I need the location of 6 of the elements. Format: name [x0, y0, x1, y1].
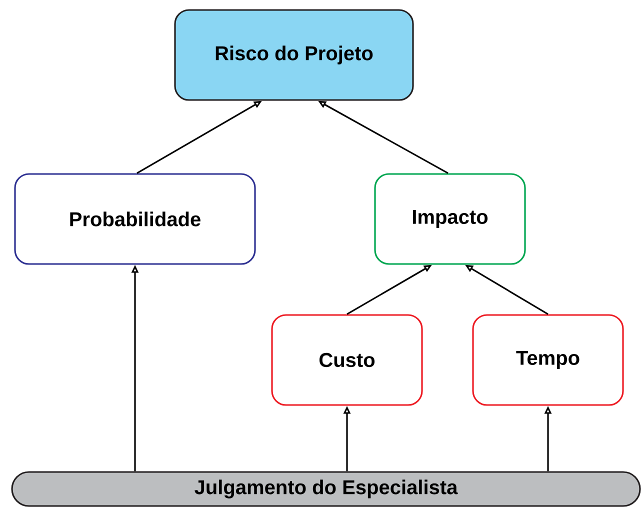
process-box: Impacto — [374, 173, 526, 265]
process-box: Probabilidade — [14, 173, 256, 265]
process-box: Custo — [271, 314, 423, 406]
base-band: Julgamento do Especialista — [11, 471, 641, 507]
process-box: Tempo — [472, 314, 624, 406]
title-box: Risco do Projeto — [174, 9, 414, 101]
